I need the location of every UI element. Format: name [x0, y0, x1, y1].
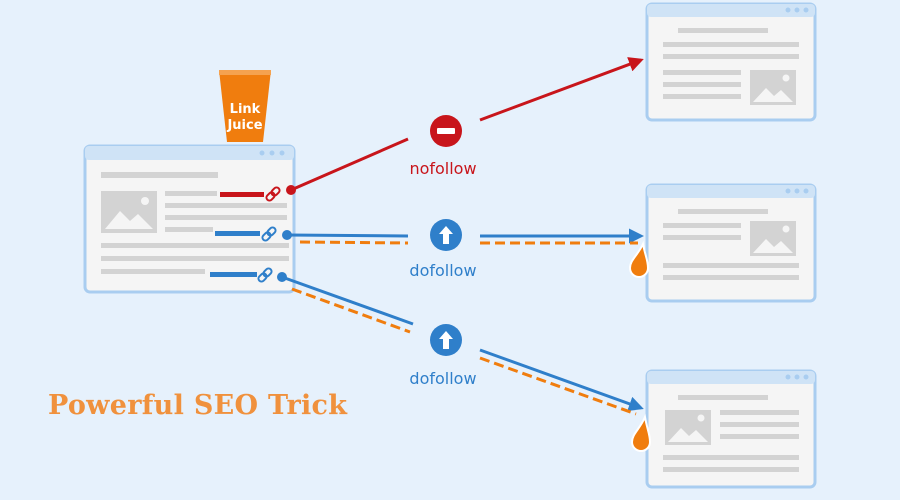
source-page-window	[83, 144, 296, 294]
link-juice-cup-icon: Link Juice	[219, 70, 271, 142]
dofollow-anchor-bar-2	[210, 272, 257, 277]
target-page-window-middle	[645, 183, 817, 303]
juice-drop-icon	[628, 240, 650, 278]
juice-cup-line2: Juice	[226, 118, 262, 133]
dofollow-anchor-bar-1	[215, 231, 260, 236]
dofollow-label-1: dofollow	[409, 261, 476, 280]
target-page-window-bottom	[645, 369, 817, 489]
nofollow-link: nofollow	[286, 57, 644, 195]
dofollow-link-1: dofollow	[282, 219, 650, 280]
image-placeholder-icon	[665, 410, 711, 445]
arrow-up-circle-icon	[430, 324, 462, 356]
image-placeholder-icon	[750, 221, 796, 256]
image-placeholder-icon	[101, 191, 157, 233]
chain-link-icon	[257, 267, 273, 283]
nofollow-label: nofollow	[409, 159, 476, 178]
headline: Powerful SEO Trick	[48, 390, 348, 421]
arrow-up-circle-icon	[430, 219, 462, 251]
target-page-window-top	[645, 2, 817, 122]
nofollow-anchor-bar	[220, 192, 264, 197]
dofollow-link-2: dofollow	[277, 272, 652, 452]
juice-cup-line1: Link	[230, 102, 261, 117]
juice-drop-icon	[630, 413, 652, 452]
image-placeholder-icon	[750, 70, 796, 105]
minus-circle-icon	[430, 115, 462, 147]
dofollow-label-2: dofollow	[409, 369, 476, 388]
